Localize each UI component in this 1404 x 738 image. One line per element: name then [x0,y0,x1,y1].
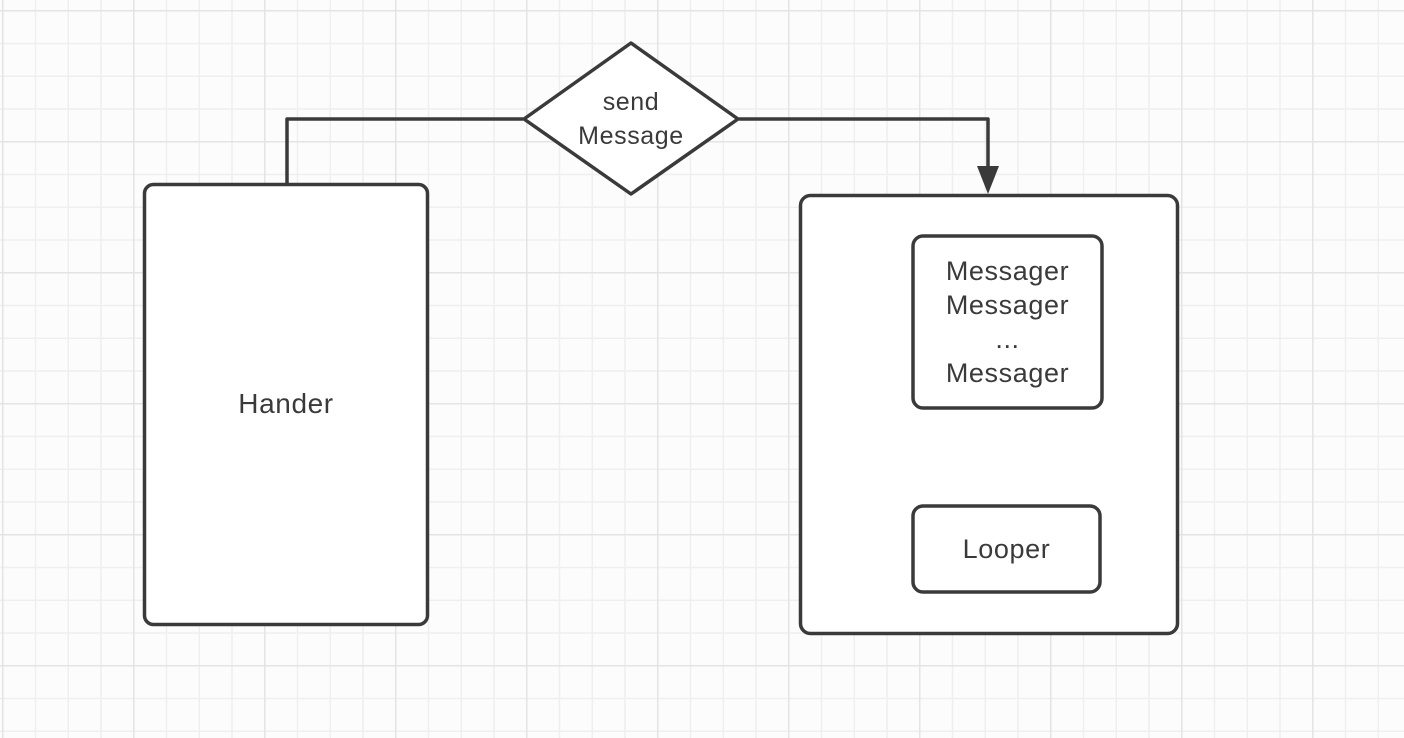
connector-diamond-to-container [739,117,990,168]
node-hander-box [142,182,430,627]
node-message-queue-box [911,234,1104,410]
connector-hander-to-diamond [285,117,523,184]
node-send-message-diamond [522,41,740,196]
node-looper-box [911,504,1102,594]
arrowhead-into-container [977,166,999,194]
